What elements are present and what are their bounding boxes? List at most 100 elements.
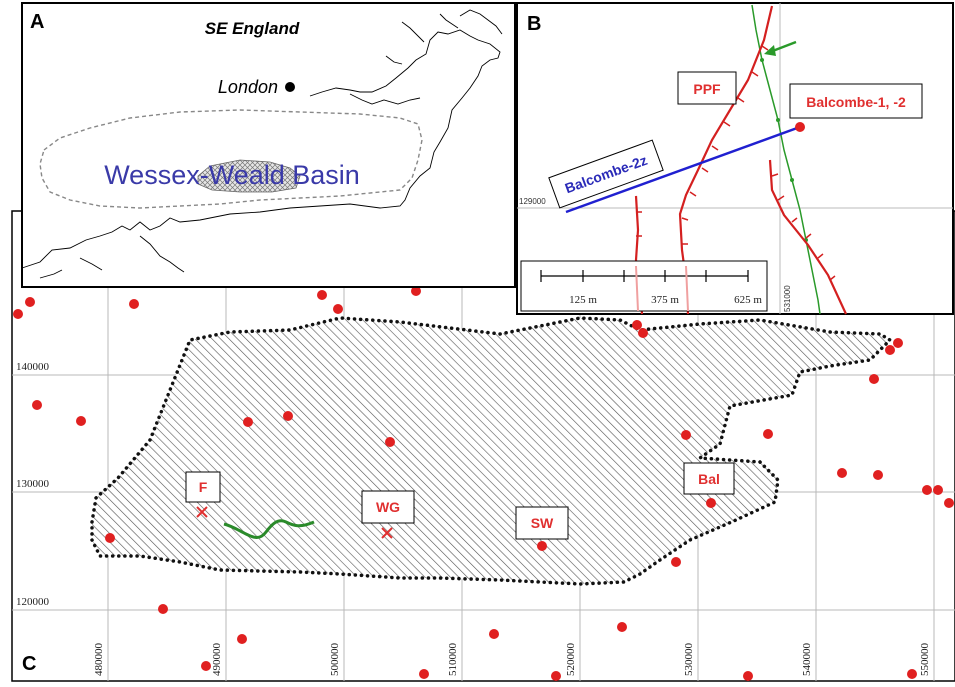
well-points	[13, 286, 954, 681]
scale-bar-frame	[520, 260, 768, 312]
well-point	[283, 411, 293, 421]
well-point	[944, 498, 954, 508]
well-point	[243, 417, 253, 427]
ppf-label: PPF	[693, 81, 721, 97]
england-coastline	[21, 29, 501, 269]
well-point	[32, 400, 42, 410]
well-point	[489, 629, 499, 639]
y-tick-label: 140000	[16, 361, 50, 373]
basin-boundary	[39, 109, 423, 209]
city-marker	[285, 82, 295, 92]
well-point	[743, 671, 753, 681]
fault-east	[768, 159, 847, 315]
well-point	[907, 669, 917, 679]
fault-ppf	[678, 5, 774, 315]
well-point	[671, 557, 681, 567]
coastline-detail	[39, 9, 503, 279]
well-point	[237, 634, 247, 644]
well-point	[837, 468, 847, 478]
x-tick-label: 540000	[801, 643, 813, 677]
well-point	[411, 286, 421, 296]
well-point	[76, 416, 86, 426]
panel-b: 129000 531000 PPF	[516, 2, 954, 315]
road-vertex	[790, 178, 794, 182]
site-crosses	[196, 506, 393, 539]
well-point	[681, 430, 691, 440]
panel-b-grid-label-y: 129000	[519, 197, 546, 206]
site-label-f: F	[185, 471, 221, 503]
road-arrow-head	[764, 45, 776, 56]
well-point	[385, 437, 395, 447]
road-vertex	[776, 118, 780, 122]
road-vertices	[760, 58, 808, 242]
well-point	[419, 669, 429, 679]
site-cross-wg	[381, 527, 393, 539]
wellhead-marker	[795, 122, 805, 132]
road-line	[751, 4, 821, 315]
panel-a-frame	[21, 2, 516, 288]
road-vertex	[760, 58, 764, 62]
panel-a-letter: A	[30, 11, 44, 33]
panel-b-grid-label-x: 531000	[783, 285, 792, 312]
x-tick-label: 500000	[329, 643, 341, 677]
x-tick-label: 530000	[683, 643, 695, 677]
well-point	[333, 304, 343, 314]
x-tick-label: 510000	[447, 643, 459, 677]
scale-bar: 125 m 375 m 625 m	[520, 260, 768, 312]
well-point	[13, 309, 23, 319]
scale-label: 125 m	[569, 294, 597, 306]
well-point	[201, 661, 211, 671]
panel-b-letter: B	[527, 13, 541, 35]
x-tick-label: 490000	[211, 643, 223, 677]
site-label-text: WG	[376, 499, 400, 515]
study-area-outline	[90, 316, 893, 586]
well-point	[617, 622, 627, 632]
well-point	[129, 299, 139, 309]
site-label-sw: SW	[515, 506, 569, 540]
site-cross-f	[196, 506, 208, 518]
well-point	[158, 604, 168, 614]
site-label-text: SW	[531, 515, 554, 531]
river-line	[223, 519, 315, 539]
fault-ticks-east	[771, 173, 836, 281]
well-point	[632, 320, 642, 330]
well-point	[25, 297, 35, 307]
well-point	[885, 345, 895, 355]
x-tick-label: 520000	[565, 643, 577, 677]
scale-label: 375 m	[651, 294, 679, 306]
y-tick-label: 130000	[16, 478, 50, 490]
well-point	[537, 541, 547, 551]
well-point	[551, 671, 561, 681]
city-label: London	[218, 77, 278, 97]
fault-overlay-faded	[635, 265, 689, 312]
x-tick-label: 480000	[93, 643, 105, 677]
well-point	[869, 374, 879, 384]
site-label-wg: WG	[361, 490, 415, 524]
site-label-bal: Bal	[683, 462, 735, 495]
fault-ticks-west	[636, 211, 644, 289]
wells-label-box: Balcombe-1, -2	[789, 83, 923, 119]
well-point	[763, 429, 773, 439]
well-point	[933, 485, 943, 495]
basin-label: Wessex-Weald Basin	[104, 160, 360, 190]
scale-label: 625 m	[734, 294, 762, 306]
lateral-well-path	[565, 125, 801, 214]
well-point	[317, 290, 327, 300]
site-label-text: F	[199, 479, 208, 495]
weald-area	[197, 159, 301, 193]
scale-bar-ticks	[540, 270, 749, 282]
y-tick-label: 120000	[16, 596, 50, 608]
panel-c-letter: C	[22, 653, 36, 675]
wells-label: Balcombe-1, -2	[806, 94, 906, 110]
panel-a-title: SE England	[205, 19, 300, 38]
well-point	[922, 485, 932, 495]
well-point	[638, 328, 648, 338]
well-point	[873, 470, 883, 480]
x-tick-label: 550000	[919, 643, 931, 677]
panel-a: Wessex-Weald Basin SE England London A	[21, 2, 516, 288]
well-point	[105, 533, 115, 543]
well-point	[706, 498, 716, 508]
site-label-text: Bal	[698, 471, 720, 487]
